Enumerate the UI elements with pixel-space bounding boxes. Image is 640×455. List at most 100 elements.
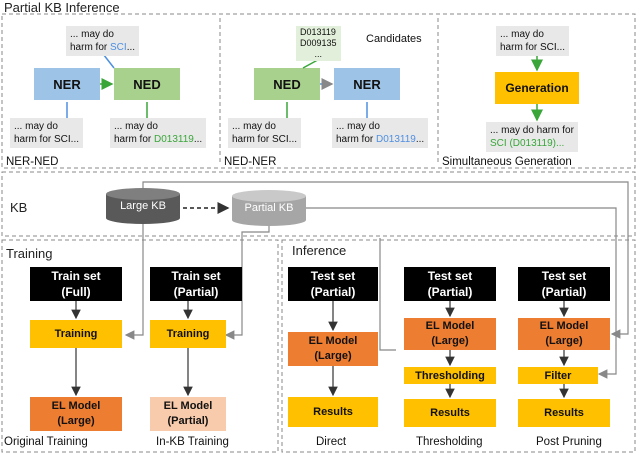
el-model-direct-box (288, 332, 378, 366)
test-set-thresh-label: Test set (Partial) (404, 267, 496, 301)
el-model-thresh-line1: EL Model (425, 320, 475, 332)
kb-label: KB (10, 200, 28, 215)
el-model-large-label: EL Model (Large) (30, 397, 122, 431)
ner-ned-caption: NER-NED (6, 156, 59, 168)
generation-label: Generation (505, 81, 569, 95)
el-model-prune-label: EL Model (Large) (518, 318, 610, 350)
results-direct-label: Results (313, 406, 353, 418)
thresholding-box (404, 367, 496, 384)
ned-ner-right-suffix: ... (415, 134, 425, 145)
train-set-full-label: Train set (Full) (30, 267, 122, 301)
el-model-large-line1: EL Model (51, 400, 101, 412)
el-model-direct-line2: (Large) (314, 350, 352, 362)
el-model-thresh-box (404, 318, 496, 350)
ned-label-2: NED (273, 76, 301, 92)
ner-ned-left-line2: harm for SCI... (14, 134, 80, 145)
train-set-partial-box (150, 267, 242, 301)
results-thresh-label: Results (430, 407, 470, 419)
ned-ner-right-prefix: harm for (336, 134, 377, 145)
test-set-thresh-line2: (Partial) (427, 285, 473, 299)
ner-ned-right-text: ... may do harm for D013119... (110, 118, 207, 148)
train-set-partial-label: Train set (Partial) (150, 267, 242, 301)
inference-frame (281, 239, 636, 453)
test-set-direct-label: Test set (Partial) (288, 267, 378, 301)
line-kb-thresholding (379, 238, 396, 351)
ner-ned-right-line1: ... may do (114, 121, 158, 132)
el-model-direct-label: EL Model (Large) (288, 332, 378, 366)
results-prune-box (518, 399, 610, 427)
train-set-full-line1: Train set (51, 269, 101, 283)
results-prune-label: Results (544, 407, 584, 419)
filter-box (518, 367, 598, 384)
candidates-list: D013119 D009135 ... (296, 26, 341, 61)
ned-ner-right-line2: harm for D013119... (336, 133, 424, 146)
candidate-item: D009135 (300, 38, 337, 48)
partial-kb-inference-title: Partial KB Inference (4, 0, 120, 15)
test-set-prune-label: Test set (Partial) (518, 267, 610, 301)
test-set-direct-line2: (Partial) (310, 285, 356, 299)
original-training-caption: Original Training (4, 436, 88, 448)
ner-ned-right-line2: harm for D013119... (114, 133, 202, 146)
training-frame (1, 239, 279, 453)
ner-ned-input-text: ... may do harm for SCI... (66, 26, 140, 56)
ner-box-2 (334, 68, 400, 100)
in-kb-training-caption: In-KB Training (156, 436, 229, 448)
simultaneous-output-line1: ... may do harm for (490, 125, 574, 136)
el-model-thresh-label: EL Model (Large) (404, 318, 496, 350)
train-set-full-box (30, 267, 122, 301)
line-partial-to-filter (306, 207, 617, 379)
el-model-thresh-line2: (Large) (431, 335, 469, 347)
ned-ner-left-text: ... may do harm for SCI... (228, 118, 302, 148)
training-label-2: Training (166, 328, 210, 340)
direct-caption: Direct (316, 436, 347, 448)
ner-ned-right-prefix: harm for (114, 134, 155, 145)
results-thresh-box (404, 399, 496, 427)
training-title: Training (6, 246, 53, 261)
ned-box-1 (114, 68, 180, 100)
candidate-item: D013119 (300, 27, 336, 37)
training-box-2 (150, 320, 226, 348)
train-set-full-line2: (Full) (61, 285, 91, 299)
el-model-large-line2: (Large) (57, 415, 95, 427)
simultaneous-caption: Simultaneous Generation (442, 156, 572, 168)
test-set-direct-line1: Test set (310, 269, 356, 283)
partial-kb-cylinder (232, 190, 306, 226)
thresholding-step-label: Thresholding (415, 369, 485, 382)
el-model-prune-line1: EL Model (539, 320, 589, 332)
ner-ned-right-suffix: ... (193, 134, 203, 145)
candidate-item: ... (314, 49, 323, 59)
inference-title: Inference (292, 243, 347, 258)
test-set-direct-box (288, 267, 378, 301)
ner-ned-right-id: D013119 (154, 134, 194, 145)
generation-box (495, 72, 579, 104)
candidates-label: Candidates (366, 33, 422, 45)
ner-ned-left-line1: ... may do (14, 121, 58, 132)
el-model-partial-line2: (Partial) (167, 415, 209, 427)
test-set-prune-line2: (Partial) (541, 285, 587, 299)
ned-ner-right-id: D013119 (376, 134, 416, 145)
large-kb-cylinder (106, 188, 180, 224)
ner-ned-left-text: ... may do harm for SCI... (10, 118, 84, 148)
large-kb-label: Large KB (120, 200, 166, 212)
ned-ner-right-text: ... may do harm for D013119... (332, 118, 429, 148)
ner-ned-input-line1: ... may do (70, 29, 114, 40)
simultaneous-input-text: ... may do harm for SCI... (496, 26, 570, 56)
ner-ned-input-prefix: harm for (70, 42, 111, 53)
ner-ned-ellipsis: ... (126, 42, 136, 53)
simultaneous-input-line1: ... may do (500, 29, 544, 40)
ned-ner-left-line1: ... may do (232, 121, 276, 132)
ner-ned-input-line2: harm for SCI... (70, 41, 135, 54)
el-model-partial-box (150, 397, 226, 431)
el-model-partial-line1: EL Model (163, 400, 213, 412)
simultaneous-input-line2: harm for SCI... (500, 42, 566, 53)
training-box-1 (30, 320, 122, 348)
ner-label-1: NER (53, 76, 81, 92)
ner-ned-entity-mention: SCI (110, 42, 127, 53)
post-pruning-caption: Post Pruning (536, 436, 602, 448)
el-model-prune-box (518, 318, 610, 350)
el-model-partial-label: EL Model (Partial) (150, 397, 226, 431)
partial-kb-inference-frame (1, 13, 636, 169)
test-set-prune-box (518, 267, 610, 301)
line-large-to-original-training (124, 224, 144, 340)
line-partial-to-inkb-training (224, 226, 270, 340)
